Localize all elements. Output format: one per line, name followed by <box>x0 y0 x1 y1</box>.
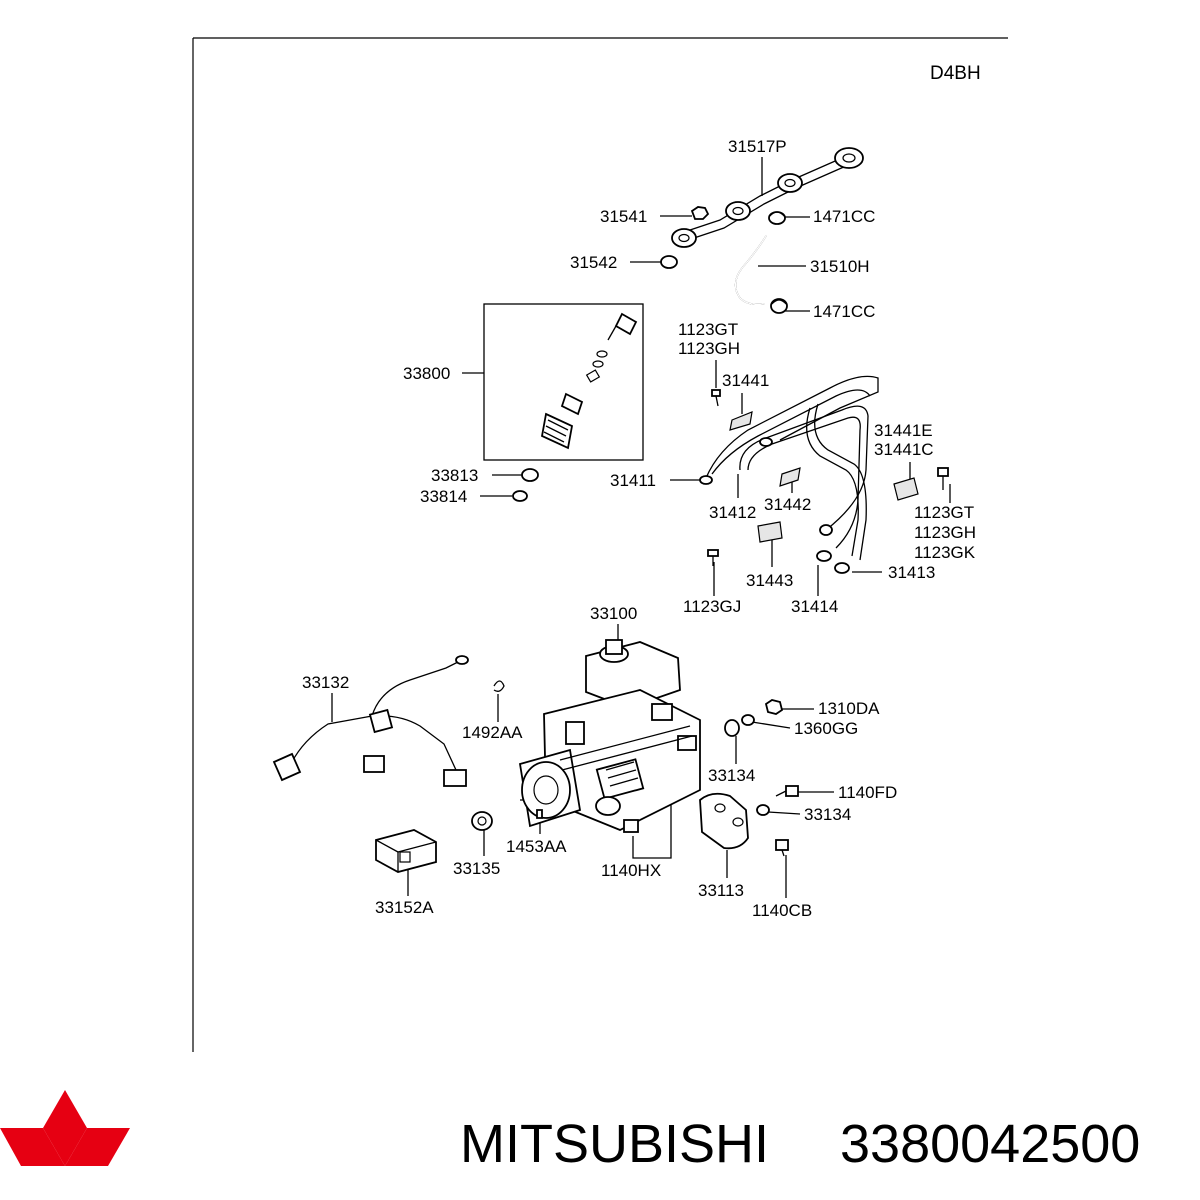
injector-assembly-box <box>483 303 644 461</box>
callout-33132: 33132 <box>302 673 349 692</box>
key-1453AA <box>536 809 543 819</box>
bolt-1123GJ <box>707 549 719 566</box>
callout-33134-upper: 33134 <box>708 766 755 785</box>
logo-diamond-left <box>0 1128 65 1166</box>
clamp-31442 <box>779 467 801 487</box>
callout-1123GH-lower: 1123GH <box>914 523 976 542</box>
callout-1471CC-bottom: 1471CC <box>813 302 875 321</box>
callout-31510H: 31510H <box>810 257 870 276</box>
callout-33800: 33800 <box>403 364 450 383</box>
block-33152A <box>375 829 437 873</box>
washer-33813 <box>521 468 539 482</box>
callout-31413: 31413 <box>888 563 935 582</box>
callout-31414: 31414 <box>791 597 838 616</box>
callout-33134-lower: 33134 <box>804 805 851 824</box>
clip-1492AA <box>493 680 505 692</box>
washer-1360GG <box>741 714 755 726</box>
clamp-1471CC-bottom <box>770 298 788 314</box>
injection-pipes <box>699 375 879 574</box>
callout-33152A: 33152A <box>375 898 434 917</box>
bolt-1140FD <box>775 785 799 797</box>
clamp-1471CC-top <box>768 211 786 225</box>
callout-33100: 33100 <box>590 604 637 623</box>
callout-1123GT-lower: 1123GT <box>914 503 974 522</box>
callout-1140HX: 1140HX <box>601 861 661 880</box>
part-number: 3380042500 <box>840 1114 1140 1174</box>
callout-1471CC-top: 1471CC <box>813 207 875 226</box>
wiring-harness-33132 <box>272 655 469 787</box>
nut-33135 <box>471 811 493 831</box>
callout-1360GG: 1360GG <box>794 719 858 738</box>
bracket-33113 <box>699 792 749 850</box>
callout-1123GK: 1123GK <box>914 543 976 562</box>
callout-1123GH-upper: 1123GH <box>678 339 740 358</box>
callout-31411: 31411 <box>610 471 656 490</box>
bolt-1123GT-lower <box>937 467 949 490</box>
brand-name: MITSUBISHI <box>460 1114 769 1174</box>
clamp-31443 <box>757 521 783 543</box>
injector-nozzle-33800 <box>540 312 638 450</box>
washer-33134-lower <box>756 804 770 816</box>
return-pipe-31517P <box>671 147 864 248</box>
clamp-31441E <box>893 477 919 501</box>
callout-31541: 31541 <box>600 207 647 226</box>
callout-31443: 31443 <box>746 571 793 590</box>
injection-pump-33100 <box>518 639 701 831</box>
callout-1310DA: 1310DA <box>818 699 880 718</box>
nut-31541 <box>690 206 710 220</box>
callout-1453AA: 1453AA <box>506 837 567 856</box>
callout-31441: 31441 <box>722 371 769 390</box>
callout-31441E: 31441E <box>874 421 933 440</box>
bolt-1140CB <box>775 839 789 857</box>
logo-diamond-right <box>65 1128 130 1166</box>
callout-33135: 33135 <box>453 859 500 878</box>
callout-31542: 31542 <box>570 253 617 272</box>
callout-1492AA: 1492AA <box>462 723 523 742</box>
callout-31442: 31442 <box>764 495 811 514</box>
bolt-1123GT-upper <box>711 389 721 407</box>
callout-31441C: 31441C <box>874 440 934 459</box>
callout-1123GJ: 1123GJ <box>683 597 741 616</box>
callout-33813: 33813 <box>431 466 478 485</box>
callout-1123GT-upper: 1123GT <box>678 320 738 339</box>
bolt-1310DA <box>764 699 784 715</box>
mitsubishi-logo <box>0 1090 130 1166</box>
engine-code: D4BH <box>930 63 981 84</box>
callout-31412: 31412 <box>709 503 756 522</box>
callout-33113: 33113 <box>698 881 744 900</box>
washer-33134-upper <box>724 719 740 737</box>
bolt-1140HX <box>623 819 639 833</box>
callout-31517P: 31517P <box>728 137 787 156</box>
washer-33814 <box>512 490 528 502</box>
washer-31542 <box>660 255 678 269</box>
callout-33814: 33814 <box>420 487 467 506</box>
clamp-31441 <box>729 411 753 431</box>
callout-labels: 31517P 31541 1471CC 31542 31510H 1471CC … <box>302 137 976 920</box>
callout-1140CB: 1140CB <box>752 901 812 920</box>
callout-1140FD: 1140FD <box>838 783 897 802</box>
